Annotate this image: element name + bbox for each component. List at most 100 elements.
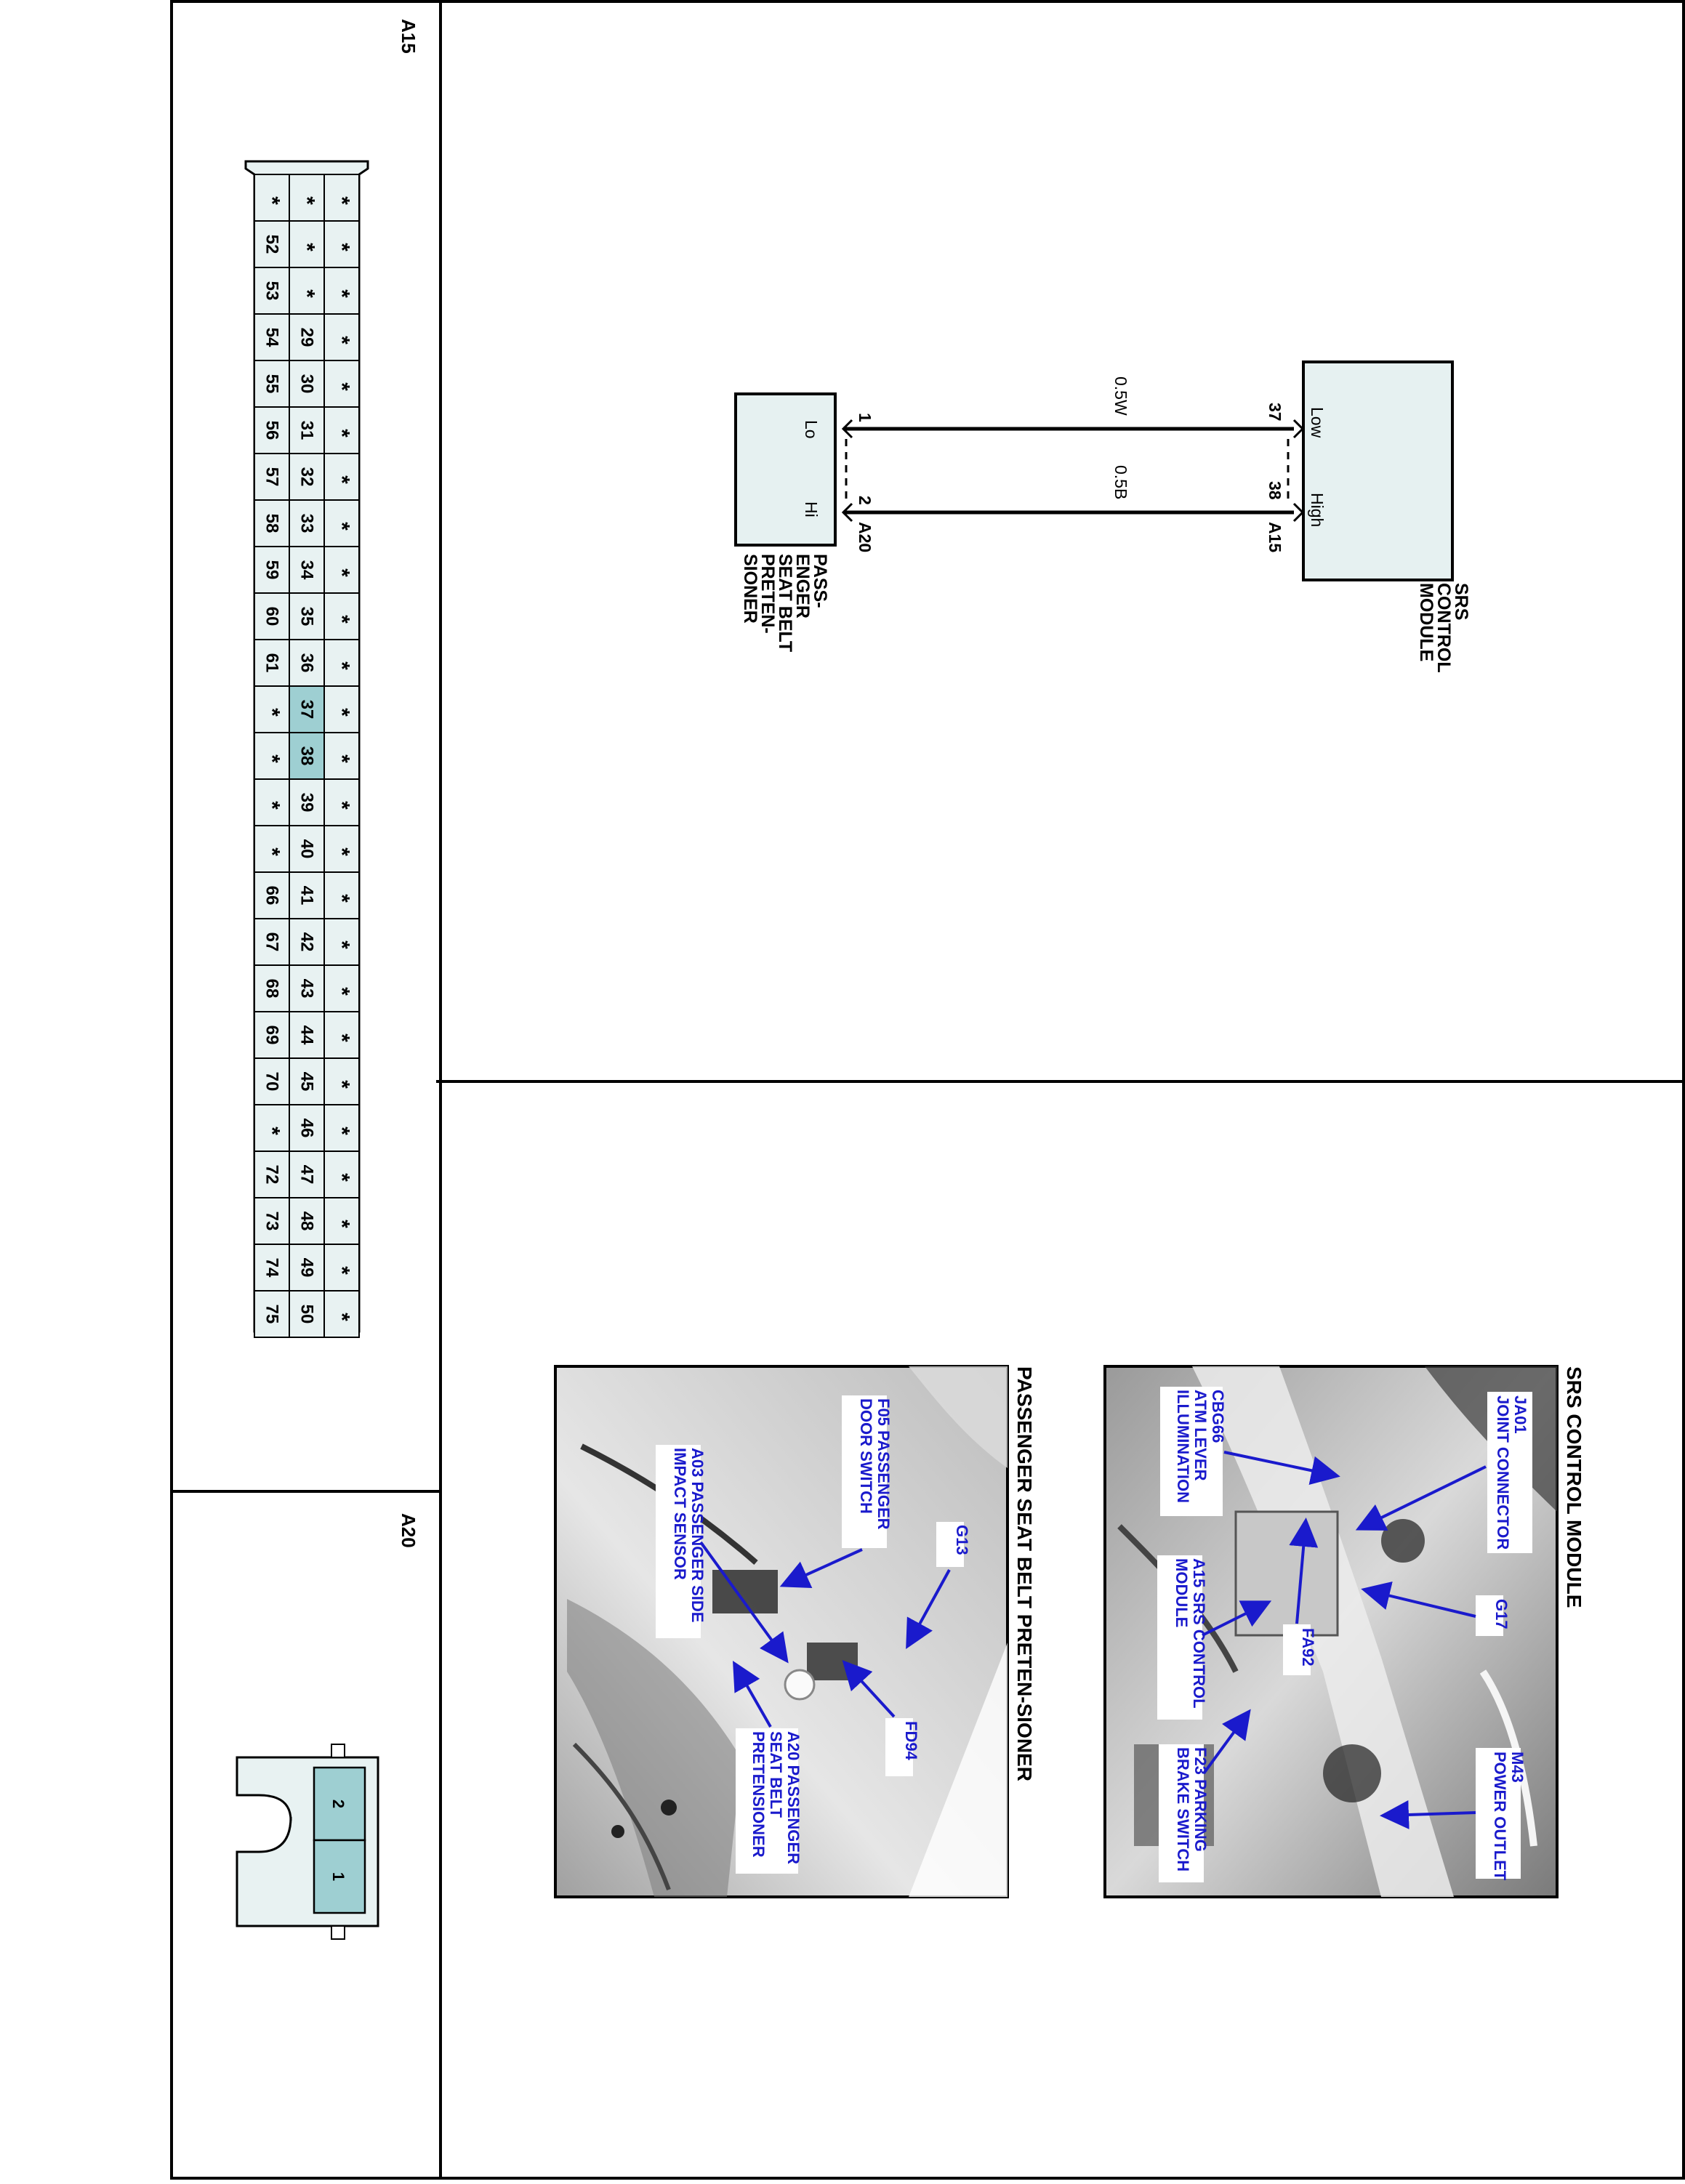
pretensioner-pin-hi-number: 2	[856, 496, 874, 505]
a15-pin-label: *	[260, 1127, 284, 1135]
a15-pin-label: *	[295, 243, 319, 251]
a15-pin-label: 56	[262, 421, 282, 440]
a15-pin-label: 33	[297, 514, 317, 533]
a15-pin-label: 67	[262, 932, 282, 952]
a15-pin-label: 53	[262, 281, 282, 301]
a20-pin-label: 1	[329, 1872, 347, 1881]
a15-pin-label: 37	[297, 700, 317, 720]
a15-pin-cell	[254, 546, 290, 594]
a15-pin-label: 40	[297, 839, 317, 859]
pretensioner-pin-lo-number: 1	[856, 413, 874, 422]
a15-pin-cell	[289, 499, 325, 547]
a20-pin-cell-2	[313, 1839, 366, 1914]
a15-pin-label: 29	[297, 328, 317, 347]
srs-photo-title: SRS CONTROL MODULE	[1563, 1366, 1585, 1608]
a15-pin-label: *	[330, 475, 354, 484]
a15-pin-label: *	[330, 196, 354, 205]
a15-pin-cell	[323, 1244, 360, 1292]
a15-pin-label: 61	[262, 653, 282, 673]
a15-pin-label: 39	[297, 793, 317, 813]
pretensioner-name-line: ENGER	[792, 554, 813, 618]
a15-pin-cell	[254, 1197, 290, 1245]
a15-pin-label: *	[330, 1033, 354, 1042]
a20-pin-label: 2	[329, 1800, 347, 1808]
a15-pin-cell	[323, 406, 360, 454]
m43-label-line: POWER OUTLET	[1491, 1752, 1509, 1881]
a15-pin-label: 52	[262, 235, 282, 254]
a15-pin-cell	[289, 732, 325, 780]
a15-pin-label: *	[330, 847, 354, 856]
a15-pin-cell	[323, 592, 360, 640]
a15-pin-cell	[254, 918, 290, 966]
a15-pin-cell	[289, 360, 325, 408]
a15-pin-cell	[254, 1057, 290, 1105]
a15-pin-cell	[254, 406, 290, 454]
a15-pin-label: *	[330, 940, 354, 949]
a20-connector-face: 2 1	[236, 1744, 379, 1940]
a15-pin-label: 43	[297, 979, 317, 999]
a15-pin-cell	[289, 639, 325, 687]
a20-photo-label-line: PRETENSIONER	[749, 1731, 768, 1858]
a20-latch-bottom	[331, 1925, 345, 1940]
a15-pin-cell	[289, 1011, 325, 1059]
a15-pin-label: *	[330, 568, 354, 577]
page-frame	[170, 0, 1685, 2180]
a15-pin-label: *	[330, 801, 354, 810]
a15-pin-cell	[254, 1290, 290, 1338]
a15-pin-label: *	[260, 754, 284, 763]
a15-pin-cell	[289, 267, 325, 315]
a15-pin-label: *	[295, 289, 319, 298]
a15-pin-cell	[254, 220, 290, 268]
a15-pin-cell	[289, 871, 325, 919]
a15-pin-label: 30	[297, 374, 317, 394]
f23-label-line: F23 PARKING	[1191, 1747, 1210, 1852]
a15-pin-label: *	[260, 708, 284, 717]
pretensioner-terminal-lo	[841, 419, 853, 439]
cbg66-label-line: ATM LEVER	[1191, 1390, 1210, 1481]
a15-pin-label: 70	[262, 1072, 282, 1092]
a15-photo-label-line: MODULE	[1173, 1558, 1191, 1627]
a15-pin-cell	[254, 685, 290, 733]
a15-pin-label: 55	[262, 374, 282, 394]
wire-high-color-label: 0.5B	[1111, 465, 1130, 499]
a15-pin-cell	[254, 174, 290, 222]
a15-pin-cell	[289, 406, 325, 454]
a15-pin-label: 49	[297, 1258, 317, 1278]
schematic: SRS CONTROL MODULE Low High PASS- ENGER …	[734, 360, 1471, 673]
a15-pin-label: 46	[297, 1119, 317, 1138]
a15-connector-face: *****52**53*2954*3055*3156*3257*3358*345…	[244, 160, 369, 1338]
a15-pin-label: 31	[297, 421, 317, 440]
a15-pin-cell	[289, 964, 325, 1012]
a15-pin-label: 73	[262, 1212, 282, 1231]
a15-pin-label: *	[330, 289, 354, 298]
a15-pin-cell	[323, 639, 360, 687]
a15-pin-label: 36	[297, 653, 317, 673]
a15-pin-label: 60	[262, 607, 282, 626]
a03-label-line: IMPACT SENSOR	[671, 1448, 689, 1580]
a15-pin-label: 35	[297, 607, 317, 626]
srs-pin-low-label: Low	[1308, 407, 1327, 438]
a15-pin-label: 48	[297, 1212, 317, 1231]
a15-pin-label: 54	[262, 328, 282, 347]
a15-pin-label: 34	[297, 560, 317, 580]
a15-pin-label: *	[330, 1127, 354, 1135]
a15-pin-cell	[323, 825, 360, 873]
g13-label: G13	[953, 1525, 971, 1555]
a20-pin-cell-1	[313, 1766, 366, 1842]
wire-low-color-label: 0.5W	[1111, 376, 1130, 416]
srs-pin-high-label: High	[1308, 493, 1327, 527]
srs-pin-high-number: 38	[1266, 481, 1284, 500]
a15-pin-cell	[254, 778, 290, 826]
a15-pin-label: *	[330, 894, 354, 903]
a15-pin-label: *	[295, 196, 319, 205]
a15-pin-cell	[289, 1290, 325, 1338]
a15-pin-label: 75	[262, 1305, 282, 1324]
srs-connector-id: A15	[1266, 522, 1284, 552]
f23-label-line: BRAKE SWITCH	[1174, 1747, 1192, 1871]
a15-pin-cell	[323, 732, 360, 780]
a15-pin-label: 42	[297, 932, 317, 952]
pretensioner-pin-hi-label: Hi	[802, 501, 821, 517]
a15-pin-label: *	[330, 708, 354, 717]
srs-module-name-line: SRS	[1451, 583, 1471, 620]
